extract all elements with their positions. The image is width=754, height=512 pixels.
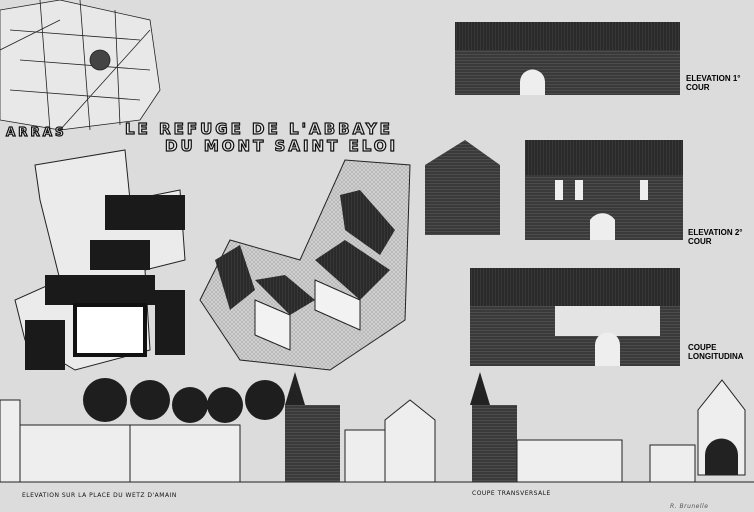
- site-plan: [14, 149, 186, 371]
- street-elevation: [0, 372, 754, 483]
- title-line-2: DU MONT SAINT ELOI: [164, 136, 399, 155]
- label-elevation-court-1: ELEVATION 1° COUR: [686, 74, 750, 92]
- label-street-elevation: ELEVATION SUR LA PLACE DU WETZ D'AMAIN: [22, 492, 177, 499]
- city-name: ARRAS: [5, 124, 67, 139]
- label-elevation-court-2: ELEVATION 2° COUR: [688, 228, 752, 246]
- axonometric-view: [199, 159, 411, 371]
- city-map: [0, 0, 161, 131]
- elevation-court-2: [425, 140, 683, 240]
- label-transverse-section: COUPE TRANSVERSALE: [472, 490, 551, 497]
- longitudinal-section: [470, 268, 680, 366]
- elevation-court-1: [455, 22, 680, 95]
- label-longitudinal-section: COUPE LONGITUDINA: [688, 343, 752, 361]
- signature: R. Brunelle: [670, 503, 709, 510]
- title-line-1: LE REFUGE DE L'ABBAYE: [124, 119, 393, 138]
